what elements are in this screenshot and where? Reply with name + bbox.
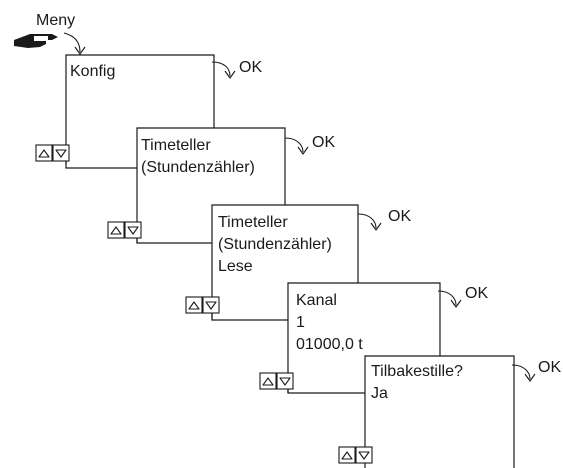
screen-line: (Stundenzähler) xyxy=(218,236,332,253)
down-arrow-icon xyxy=(205,301,217,310)
screen-line: Lese xyxy=(218,258,253,275)
down-arrow-icon xyxy=(358,451,370,460)
up-down-buttons[interactable] xyxy=(35,144,70,162)
ok-label: OK xyxy=(239,59,262,76)
up-arrow-icon xyxy=(38,149,50,158)
screen-timeteller: Timeteller (Stundenzähler) xyxy=(136,127,286,243)
up-down-buttons[interactable] xyxy=(259,372,294,390)
ok-label: OK xyxy=(465,285,488,302)
down-arrow-icon xyxy=(55,149,67,158)
screen-line: 01000,0 t xyxy=(296,336,363,353)
ok-label: OK xyxy=(538,359,561,376)
screen-line: Ja xyxy=(371,385,388,402)
screen-line: Tilbakestille? xyxy=(371,363,463,380)
screen-tilbakestille: Tilbakestille? Ja xyxy=(364,355,515,468)
screen-konfig: Konfig xyxy=(65,54,215,165)
screen-line: 1 xyxy=(296,314,305,331)
screen-line: Kanal xyxy=(296,292,337,309)
down-arrow-icon xyxy=(127,226,139,235)
screen-timeteller-lese: Timeteller (Stundenzähler) Lese xyxy=(211,204,359,320)
up-arrow-icon xyxy=(341,451,353,460)
up-down-buttons[interactable] xyxy=(338,446,373,464)
screen-kanal: Kanal 1 01000,0 t xyxy=(287,282,441,393)
pointing-hand-icon xyxy=(14,34,58,48)
menu-label: Meny xyxy=(36,12,75,29)
ok-label: OK xyxy=(388,208,411,225)
down-arrow-icon xyxy=(279,377,291,386)
ok-label: OK xyxy=(312,134,335,151)
screen-line: (Stundenzähler) xyxy=(141,159,255,176)
up-arrow-icon xyxy=(188,301,200,310)
up-arrow-icon xyxy=(110,226,122,235)
up-down-buttons[interactable] xyxy=(107,221,142,239)
up-arrow-icon xyxy=(262,377,274,386)
screen-line: Konfig xyxy=(70,63,115,80)
screen-line: Timeteller xyxy=(218,214,288,231)
up-down-buttons[interactable] xyxy=(185,296,220,314)
screen-line: Timeteller xyxy=(141,137,211,154)
